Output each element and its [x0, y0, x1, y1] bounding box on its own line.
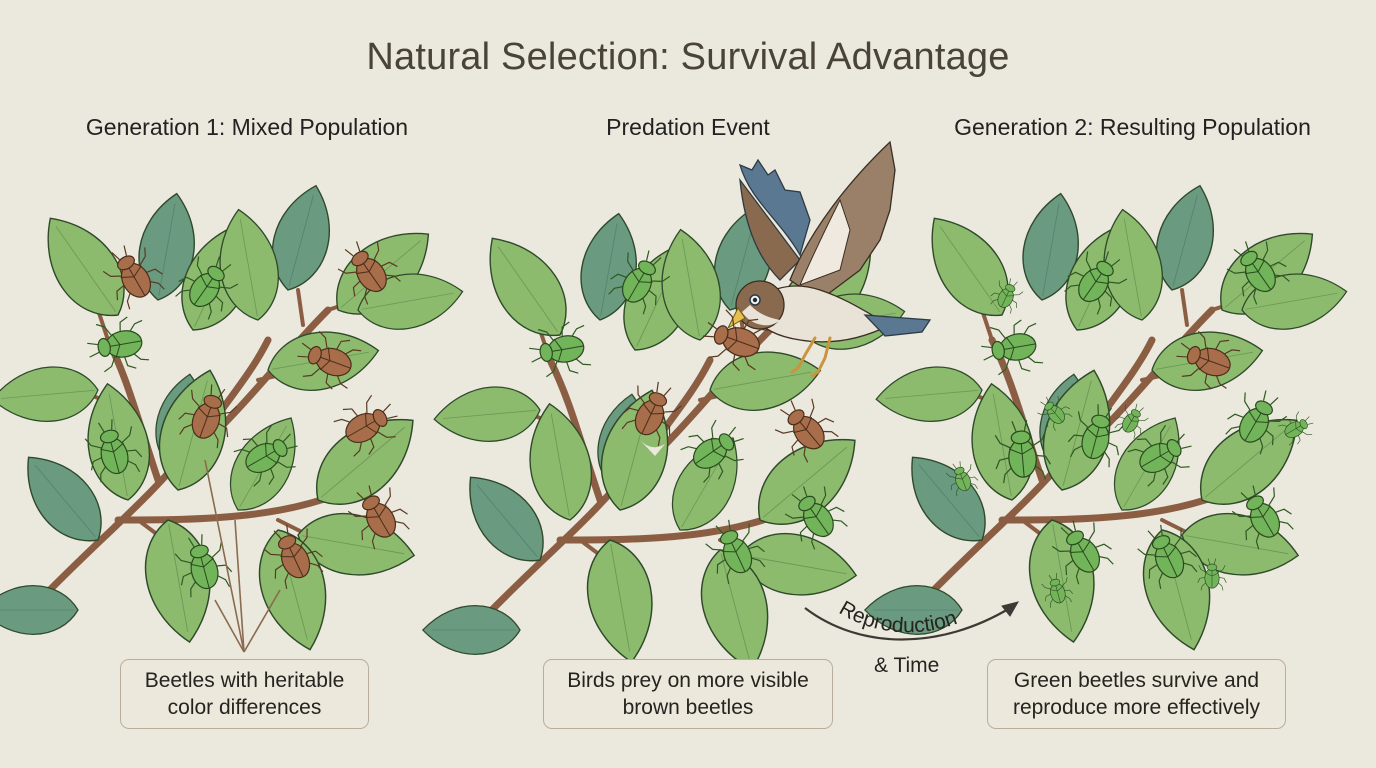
panel-title-generation-2: Generation 2: Resulting Population: [954, 114, 1311, 140]
transition-label-line2: & Time: [874, 654, 940, 677]
caption-predation: Birds prey on more visible brown beetles: [543, 659, 833, 729]
caption-line: brown beetles: [622, 696, 754, 719]
caption-line: reproduce more effectively: [1012, 696, 1261, 719]
bird-icon: [726, 140, 932, 378]
diagram-title: Natural Selection: Survival Advantage: [366, 36, 1010, 78]
panel-title-generation-1: Generation 1: Mixed Population: [85, 114, 409, 140]
caption-pointer-lines: [204, 459, 281, 653]
panel-predation: [423, 199, 909, 678]
caption-line: color differences: [167, 696, 322, 719]
panel-generation-1: [0, 179, 467, 658]
curved-arrow-icon: [804, 601, 1020, 641]
caption-generation-1: Beetles with heritable color differences: [120, 659, 369, 729]
caption-line: Birds prey on more visible: [567, 669, 809, 692]
panel-title-predation: Predation Event: [606, 114, 770, 140]
caption-line: Beetles with heritable: [144, 669, 345, 692]
caption-line: Green beetles survive and: [1013, 669, 1260, 692]
panel-generation-2: [865, 179, 1351, 658]
caption-generation-2: Green beetles survive and reproduce more…: [987, 659, 1286, 729]
